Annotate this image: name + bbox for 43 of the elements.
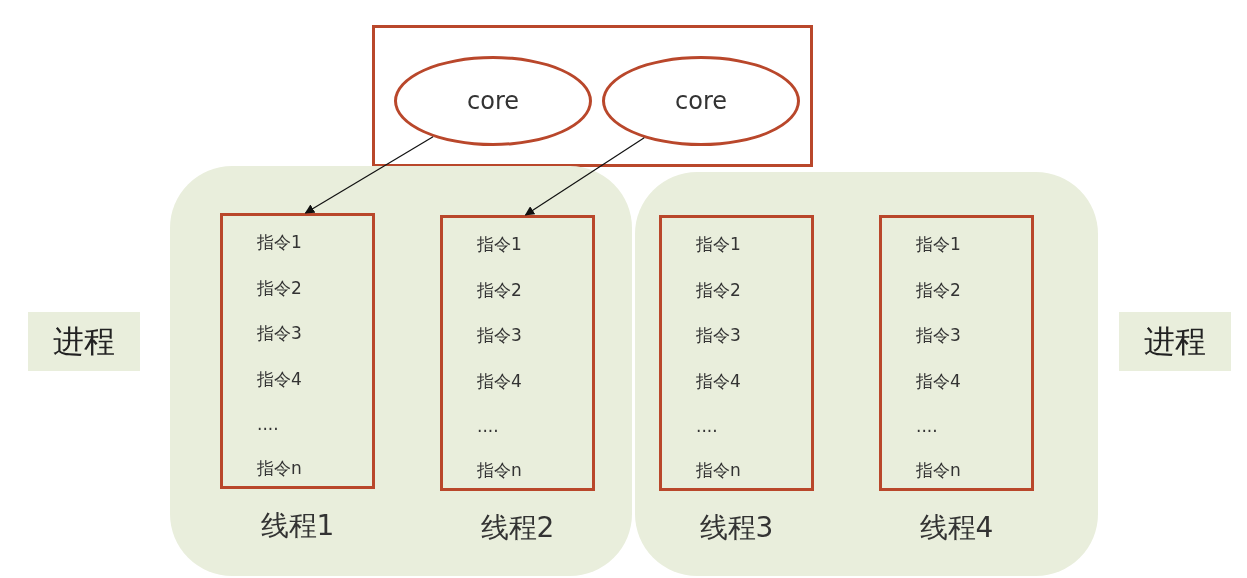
process-text: 进程 — [53, 321, 115, 361]
core-label: core — [675, 87, 727, 115]
instruction-text: 指令3 — [696, 325, 741, 345]
process-region — [635, 172, 1098, 576]
instruction-text: 指令1 — [477, 234, 522, 254]
instruction-text: 指令3 — [916, 325, 961, 345]
thread-label: 线程3 — [698, 511, 775, 545]
thread-box — [440, 215, 595, 491]
cpu-box — [372, 25, 813, 167]
instruction-text: 指令1 — [916, 234, 961, 254]
thread-box — [659, 215, 814, 491]
process-label — [1119, 312, 1231, 371]
instruction-text: 指令n — [696, 460, 741, 480]
thread-box — [879, 215, 1034, 491]
instruction-text: 指令4 — [477, 370, 522, 391]
instruction-text: 指令n — [916, 460, 961, 480]
instruction-text: 指令4 — [257, 368, 302, 389]
process-region — [170, 166, 632, 576]
thread-box — [220, 213, 375, 489]
thread-label: 线程1 — [259, 509, 336, 543]
instruction-text: 指令4 — [696, 370, 741, 391]
instruction-text: 指令1 — [257, 232, 302, 252]
arrow — [304, 136, 434, 214]
process-label — [28, 312, 140, 371]
instruction-text: 指令n — [477, 460, 522, 480]
instruction-text: 指令2 — [696, 279, 741, 300]
instruction-text: 指令2 — [916, 279, 961, 300]
instruction-text: .... — [477, 416, 499, 436]
process-text: 进程 — [1144, 321, 1206, 361]
instruction-text: 指令2 — [257, 277, 302, 298]
instruction-text: 指令2 — [477, 279, 522, 300]
instruction-text: 指令1 — [696, 234, 741, 254]
core-label: core — [467, 87, 519, 115]
instruction-text: .... — [696, 416, 718, 436]
instruction-text: 指令3 — [477, 325, 522, 345]
instruction-text: 指令4 — [916, 370, 961, 391]
instruction-text: .... — [916, 416, 938, 436]
thread-label: 线程2 — [479, 511, 556, 545]
arrow — [524, 137, 645, 216]
instruction-text: 指令3 — [257, 323, 302, 343]
instruction-text: 指令n — [257, 458, 302, 478]
instruction-text: .... — [257, 414, 279, 434]
thread-label: 线程4 — [918, 511, 995, 545]
